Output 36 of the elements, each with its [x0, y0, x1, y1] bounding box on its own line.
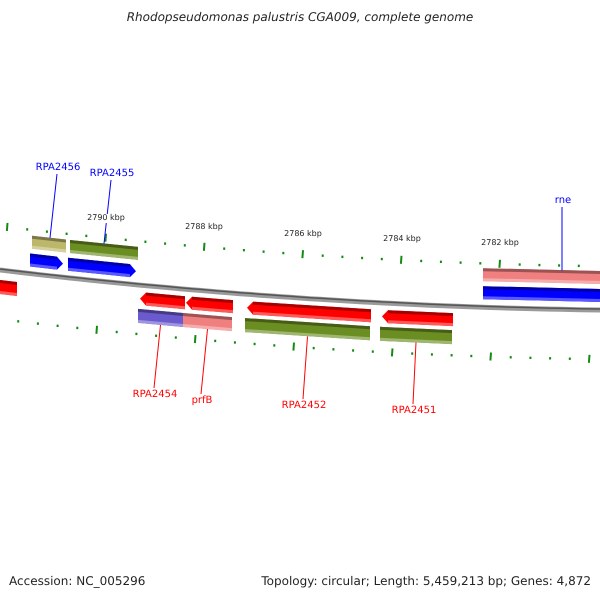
gene-feature-bar: [0, 280, 17, 296]
gene-pointed-block: [30, 254, 63, 270]
scale-label: 2786 kbp: [284, 230, 322, 239]
gene-label: RPA2452: [282, 400, 326, 411]
leader-line: [412, 342, 416, 404]
leader-line: [154, 324, 161, 388]
gene-pointed-block: [186, 296, 233, 314]
gene-feature-bar: [483, 268, 600, 284]
gene-feature-bar: [380, 326, 452, 344]
genome-summary-text: Topology: circular; Length: 5,459,213 bp; Genes: 4,872: [261, 575, 591, 588]
accession-text: Accession: NC_005296: [9, 575, 146, 588]
gene-pointed-block: [382, 310, 453, 326]
gene-label: RPA2451: [392, 405, 436, 416]
gene-label: RPA2456: [36, 162, 80, 173]
gene-feature-bar: [183, 313, 232, 332]
gene-label: RPA2454: [132, 389, 178, 400]
gene-feature-bar: [245, 318, 370, 340]
scale-label: 2790 kbp: [87, 214, 125, 223]
gene-feature-bar: [483, 286, 600, 302]
leader-line: [104, 180, 112, 244]
gene-feature-bar: [32, 236, 66, 252]
leader-line: [50, 174, 58, 238]
scale-label: 2788 kbp: [185, 223, 223, 232]
gene-pointed-block: [68, 258, 136, 278]
gene-feature-bar: [138, 308, 183, 327]
gene-label: prfB: [192, 395, 212, 406]
leader-line: [200, 328, 208, 394]
gene-feature-bar: [70, 240, 138, 260]
leader-line: [302, 336, 308, 400]
scale-label: 2782 kbp: [481, 239, 519, 248]
scale-label: 2784 kbp: [383, 235, 421, 244]
gene-pointed-block: [247, 302, 371, 322]
gene-pointed-block: [140, 292, 185, 310]
title: Rhodopseudomonas palustris CGA009, complete genome: [126, 11, 474, 24]
gene-label: rne: [554, 195, 572, 206]
gene-label: RPA2455: [90, 168, 134, 179]
